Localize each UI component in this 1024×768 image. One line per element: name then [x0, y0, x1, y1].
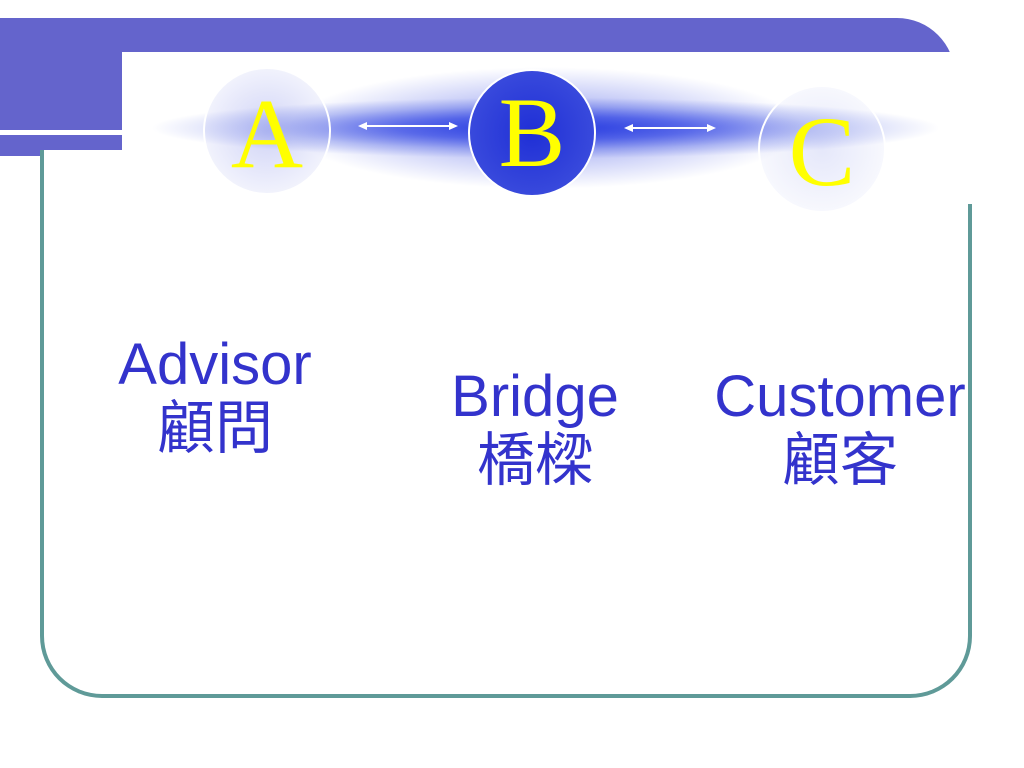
bridge-label: Bridge 橋樑 — [430, 365, 640, 493]
customer-label-en: Customer — [714, 364, 966, 429]
circle-c: C — [758, 85, 886, 213]
divider-stripe — [0, 130, 122, 135]
letter-b: B — [498, 77, 566, 188]
advisor-label-en: Advisor — [118, 332, 312, 397]
customer-label: Customer 顧客 — [700, 365, 980, 493]
circle-b: B — [468, 69, 596, 197]
circle-a: A — [203, 67, 331, 195]
advisor-label: Advisor 顧問 — [100, 333, 330, 461]
bridge-label-cn: 橋樑 — [476, 425, 593, 494]
letter-a: A — [230, 78, 304, 189]
bridge-label-en: Bridge — [451, 364, 619, 429]
double-arrow-icon — [358, 122, 458, 130]
letter-c: C — [788, 96, 856, 207]
advisor-label-cn: 顧問 — [156, 393, 273, 462]
customer-label-cn: 顧客 — [781, 425, 898, 494]
content-frame — [40, 150, 972, 698]
double-arrow-icon — [624, 124, 716, 132]
